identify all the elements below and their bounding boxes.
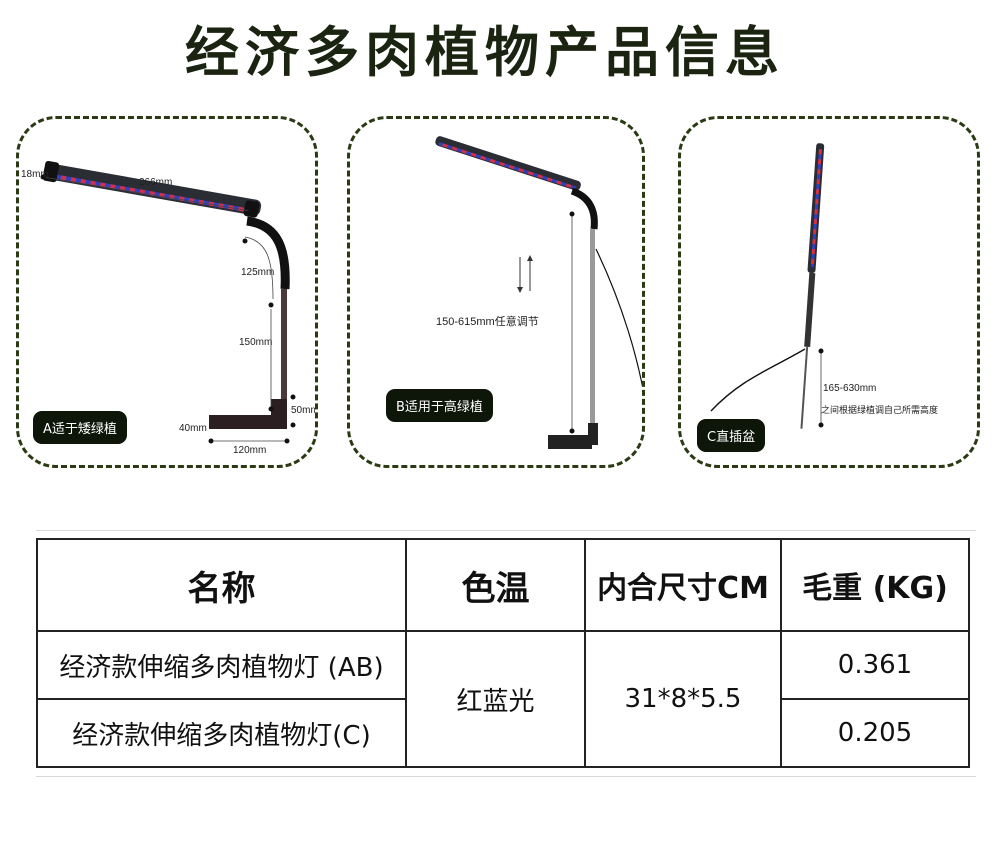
b-adjust-range: 150-615mm任意调节	[436, 316, 539, 328]
row-weight-ab: 0.361	[780, 630, 970, 700]
product-panel-a: 18mm 266mm 125mm 150mm 50mm 40mm 120mm A…	[16, 116, 318, 468]
color-temp-value: 红蓝光	[405, 630, 586, 768]
table-row: 经济款伸缩多肉植物灯 (AB) 红蓝光 31*8*5.5 0.361	[36, 630, 970, 768]
header-box-size: 内合尺寸CM	[584, 538, 782, 632]
box-size-value: 31*8*5.5	[584, 630, 782, 768]
c-height-range: 165-630mm	[823, 383, 877, 394]
page-title: 经济多肉植物产品信息	[185, 20, 785, 84]
table-row: 经济款伸缩多肉植物灯(C) 0.205	[36, 698, 970, 768]
dim-266: 266mm	[139, 177, 173, 188]
row-name-ab: 经济款伸缩多肉植物灯 (AB)	[36, 630, 407, 700]
dim-150: 150mm	[239, 337, 273, 348]
dim-50: 50mm	[291, 405, 318, 416]
badge-c: C直插盆	[697, 419, 766, 452]
product-panel-c: 165-630mm 之间根据绿植调自己所需高度 C直插盆	[678, 116, 980, 468]
table-header-row: 名称 色温 内合尺寸CM 毛重 (KG)	[36, 538, 970, 632]
dim-40: 40mm	[179, 423, 207, 434]
lamp-a-bar	[42, 160, 262, 218]
spec-table: 名称 色温 内合尺寸CM 毛重 (KG) 经济款伸缩多肉植物灯 (AB) 红蓝光…	[36, 538, 970, 768]
spec-table-wrap: 名称 色温 内合尺寸CM 毛重 (KG) 经济款伸缩多肉植物灯 (AB) 红蓝光…	[36, 538, 970, 768]
lamp-c-illustration	[710, 143, 825, 429]
c-height-note: 之间根据绿植调自己所需高度	[821, 405, 939, 415]
badge-b: B适用于高绿植	[386, 389, 493, 422]
badge-a: A适于矮绿植	[33, 411, 127, 444]
header-name: 名称	[36, 538, 407, 632]
row-weight-c: 0.205	[780, 698, 970, 768]
dim-18: 18mm	[21, 169, 49, 180]
product-panel-b: 150-615mm任意调节 B适用于高绿植	[347, 116, 645, 468]
lamp-a-illustration	[40, 160, 296, 444]
dim-120: 120mm	[233, 445, 267, 456]
header-gross-weight: 毛重 (KG)	[780, 538, 970, 632]
row-name-c: 经济款伸缩多肉植物灯(C)	[36, 698, 407, 768]
grid-line	[36, 776, 976, 777]
lamp-b-illustration	[435, 136, 642, 449]
dim-125: 125mm	[241, 267, 275, 278]
header-color-temp: 色温	[405, 538, 586, 632]
grid-line	[36, 530, 976, 531]
